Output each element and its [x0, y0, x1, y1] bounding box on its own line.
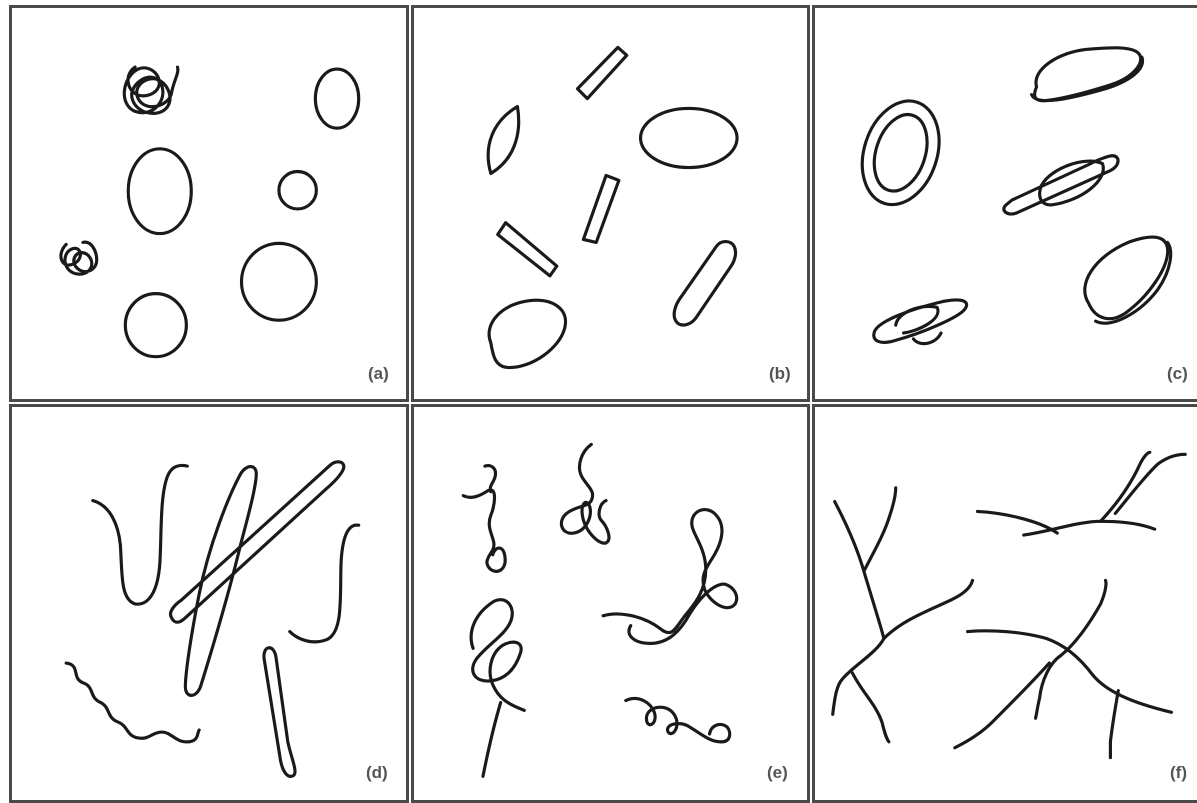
sphere-bottom-left: [125, 294, 186, 357]
branch-bottom-down2: [955, 663, 1050, 748]
panel-a-drawing: [12, 8, 406, 399]
branch-bottom-main: [968, 631, 1172, 712]
rod-long-vertical: [185, 467, 256, 696]
branch-left-right: [884, 580, 973, 638]
branch-top-lower: [1024, 521, 1155, 535]
ring-outer: [850, 91, 952, 215]
chain-2: [561, 444, 609, 543]
panel-label-e: (e): [767, 763, 788, 783]
chain-1: [463, 466, 505, 572]
sphere-small: [279, 171, 316, 208]
oval-bottom-left: [489, 300, 565, 367]
panel-b-drawing: [414, 8, 807, 399]
rod-top: [578, 47, 627, 98]
chain-4: [471, 600, 524, 777]
panel-d-drawing: [12, 407, 406, 800]
panel-label-c: (c): [1167, 364, 1188, 384]
sphere-top-right: [315, 69, 358, 128]
panel-label-f: (f): [1170, 763, 1187, 783]
sphere-bottom-right: [242, 243, 317, 320]
chain-5: [626, 698, 730, 741]
panel-a: (a): [9, 5, 409, 402]
rod-long-diagonal: [171, 462, 344, 622]
coil-small: [61, 242, 97, 274]
panel-f: (f): [812, 404, 1197, 803]
wave-line: [66, 663, 199, 742]
panel-label-b: (b): [769, 364, 791, 384]
oval-right: [641, 108, 738, 167]
panel-e: (e): [411, 404, 810, 803]
branch-left-bottom: [852, 673, 888, 742]
panel-e-drawing: [414, 407, 807, 800]
branch-bottom-upper: [1061, 580, 1106, 655]
rod-bottom: [264, 648, 295, 777]
panel-c: (c): [812, 5, 1197, 402]
rod-middle: [583, 175, 618, 242]
branch-left-fork: [864, 488, 896, 571]
branch-top-up1: [1101, 452, 1150, 521]
branch-bottom-down3: [1110, 691, 1118, 758]
rod-left: [498, 223, 557, 276]
panel-label-a: (a): [368, 364, 389, 384]
panel-label-d: (d): [366, 763, 388, 783]
curve-u: [93, 465, 188, 604]
rod-right: [674, 242, 735, 325]
coil-large: [124, 67, 178, 113]
panel-b: (b): [411, 5, 810, 402]
panel-c-drawing: [815, 8, 1197, 399]
panel-d: (d): [9, 404, 409, 803]
lens-bottom-right: [1085, 237, 1168, 319]
chain-3: [603, 510, 737, 644]
leaf-shape: [488, 106, 518, 173]
curve-right: [290, 525, 359, 642]
branch-top-up2: [1115, 454, 1185, 513]
panel-f-drawing: [815, 407, 1197, 800]
sphere-large-left: [128, 149, 191, 234]
